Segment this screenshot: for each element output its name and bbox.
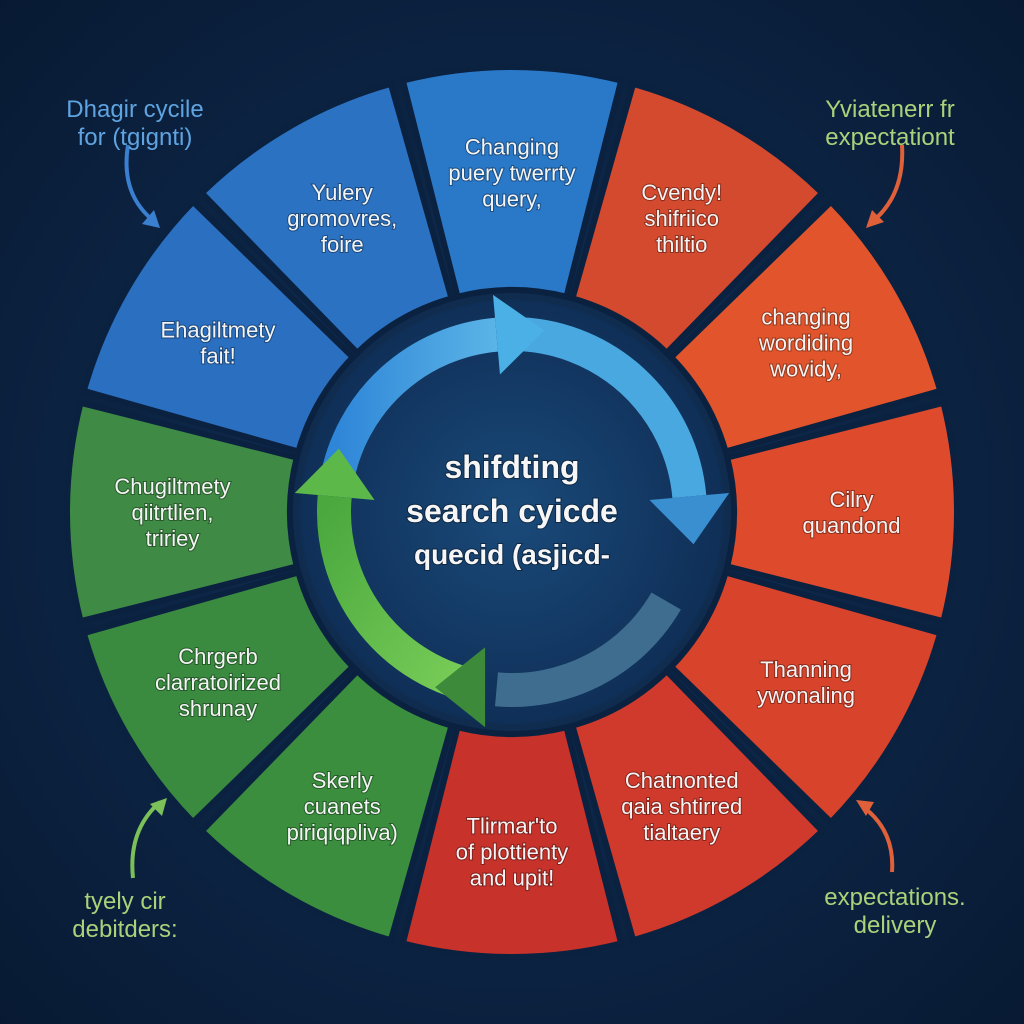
corner-label-top-right: Yviatenerr fr expectationt — [775, 96, 1005, 152]
segment-label-lower-left-green-line-3: shrunay — [179, 696, 257, 721]
segment-label-lower-left-green-line-1: Chrgerb — [178, 644, 257, 669]
segment-label-upper-right-red-line-3: wovidy, — [769, 356, 842, 381]
segment-label-bottom-red-line-2: of plottienty — [456, 840, 569, 865]
corner-label-top-right-line-2: expectationt — [825, 124, 955, 151]
segment-label-right-lower-red-line-2: ywonaling — [757, 683, 855, 708]
segment-label-lower-right-red-line-3: tialtaery — [643, 820, 720, 845]
segment-shape-right-upper-red — [723, 399, 960, 625]
corner-label-bottom-left-line-2: debitders: — [72, 916, 178, 943]
green-pointer-arrowhead-icon — [150, 798, 167, 816]
red-pointer-arrow-icon — [860, 804, 895, 873]
segment-label-left-green-line-3: tririey — [146, 526, 200, 551]
segment-label-upper-right-red-line-1: changing — [761, 304, 850, 329]
segment-shape-top-blue — [399, 64, 625, 301]
blue-pointer-arrow-icon — [124, 144, 157, 224]
segment-label-right-upper-red-line-2: quandond — [803, 513, 901, 538]
segment-label-right-lower-red-line-1: Thanning — [760, 657, 852, 682]
green-pointer-arrow-icon — [130, 800, 162, 879]
segment-label-bottom-green-line-3: piriqiqpliva) — [287, 820, 398, 845]
corner-label-top-left-line-1: Dhagir cycile — [66, 96, 204, 123]
segment-shape-left-green — [64, 399, 301, 625]
blue-pointer-arrowhead-icon — [142, 210, 160, 228]
segment-shape-lower-left-green — [80, 568, 358, 827]
blue-cycle-arrow-arc-right — [511, 317, 707, 499]
center-title-line-1: shifdting — [444, 449, 579, 485]
segment-shape-top-red — [568, 80, 827, 358]
segment-label-top-blue-line-3: query, — [482, 187, 542, 212]
segment-label-lower-right-red-line-1: Chatnonted — [625, 768, 739, 793]
slate-cycle-arrow-arc — [495, 592, 681, 707]
corner-label-top-right-line-1: Yviatenerr fr — [825, 96, 955, 123]
red-pointer-arrowhead-icon — [856, 800, 874, 816]
segment-shape-right-lower-red — [666, 568, 944, 827]
corner-pointer-arrows — [124, 144, 905, 879]
corner-label-bottom-right-line-2: delivery — [853, 912, 937, 939]
segment-label-left-green-line-1: Chugiltmety — [114, 474, 230, 499]
segment-label-bottom-green-line-1: Skerly — [312, 768, 373, 793]
blue-cycle-arrow-arc — [319, 317, 499, 485]
blue-cycle-arrowhead-icon — [493, 294, 545, 375]
segment-label-top-blue-line-1: Changing — [465, 135, 559, 160]
green-cycle-arrowhead-bottom-icon — [435, 647, 486, 728]
segment-label-bottom-green-line-2: cuanets — [304, 794, 381, 819]
green-cycle-arrowhead-icon — [294, 448, 375, 500]
corner-label-bottom-left: tyely cir debitders: — [30, 888, 220, 944]
segment-label-lower-right-red-line-2: qaia shtirred — [621, 794, 742, 819]
segment-shape-left-blue — [80, 197, 358, 456]
segment-label-upper-left-blue-line-2: gromovres, — [287, 206, 397, 231]
segment-shape-upper-left-blue — [197, 80, 456, 358]
segment-label-upper-right-red-line-2: wordiding — [758, 330, 853, 355]
segment-label-left-blue-line-1: Ehagiltmety — [161, 317, 276, 342]
segment-shape-bottom-red — [399, 723, 625, 960]
corner-label-top-left: Dhagir cycile for (tgignti) — [20, 96, 250, 152]
orange-pointer-arrowhead-icon — [866, 210, 884, 228]
center-title: shifdting search cyicde quecid (asjicd- — [405, 448, 619, 571]
segment-label-top-blue-line-2: puery twerrty — [448, 161, 575, 186]
orange-pointer-arrow-icon — [870, 144, 905, 224]
segment-label-bottom-red-line-1: Tlirmar'to — [467, 814, 558, 839]
segment-label-bottom-red-line-3: and upit! — [470, 866, 554, 891]
center-title-line-2: search cyicde — [406, 493, 618, 529]
segment-label-top-red-line-1: Cvendy! — [641, 180, 722, 205]
segment-label-upper-left-blue-line-1: Yulery — [312, 180, 373, 205]
segment-label-right-upper-red-line-1: Cilry — [830, 487, 874, 512]
corner-label-bottom-right: expectations. delivery — [785, 884, 1005, 940]
segment-label-upper-left-blue-line-3: foire — [321, 232, 364, 257]
segment-label-lower-left-green-line-2: clarratoirized — [155, 670, 281, 695]
segment-label-left-blue-line-2: fait! — [200, 343, 235, 368]
corner-label-top-left-line-2: for (tgignti) — [77, 124, 193, 151]
center-cycle-arrows — [294, 294, 730, 728]
segment-shape-lower-right-red — [568, 666, 827, 944]
segment-label-top-red-line-2: shifriico — [644, 206, 719, 231]
segment-label-left-green-line-2: qiitrtlien, — [132, 500, 214, 525]
segment-shape-upper-right-red — [666, 197, 944, 456]
segment-label-top-red-line-3: thiltio — [656, 232, 707, 257]
blue-cycle-arrowhead-right-icon — [649, 493, 730, 545]
center-title-line-3: quecid (asjicd- — [414, 539, 610, 570]
corner-label-bottom-left-line-1: tyely cir — [84, 888, 166, 915]
center-disc — [300, 300, 724, 724]
corner-label-bottom-right-line-1: expectations. — [824, 884, 966, 911]
segment-shape-bottom-green — [197, 666, 456, 944]
green-cycle-arrow-arc — [317, 495, 485, 705]
